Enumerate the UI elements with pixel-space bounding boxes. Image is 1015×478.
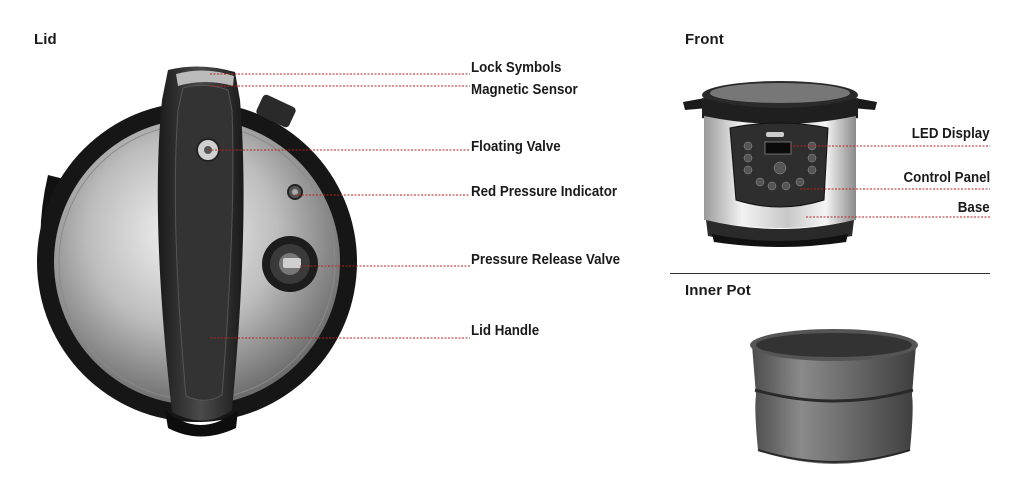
label-base: Base [958, 200, 990, 216]
label-control-panel: Control Panel [903, 170, 990, 186]
lid-section-title: Lid [34, 31, 57, 48]
section-divider [670, 273, 990, 274]
front-section-title: Front [685, 31, 724, 48]
label-lid-handle: Lid Handle [471, 323, 540, 339]
label-red-pressure-indicator: Red Pressure Indicator [471, 184, 618, 200]
label-pressure-release-valve: Pressure Release Valve [471, 252, 621, 268]
lid-illustration [37, 66, 357, 437]
leader-lines [208, 73, 990, 339]
label-led-display: LED Display [912, 126, 990, 142]
inner-pot-section-title: Inner Pot [685, 282, 751, 299]
label-floating-valve: Floating Valve [471, 139, 561, 155]
label-lock-symbols: Lock Symbols [471, 60, 562, 76]
cooker-front-illustration [683, 81, 877, 247]
label-magnetic-sensor: Magnetic Sensor [471, 82, 578, 98]
inner-pot-illustration [750, 329, 918, 464]
